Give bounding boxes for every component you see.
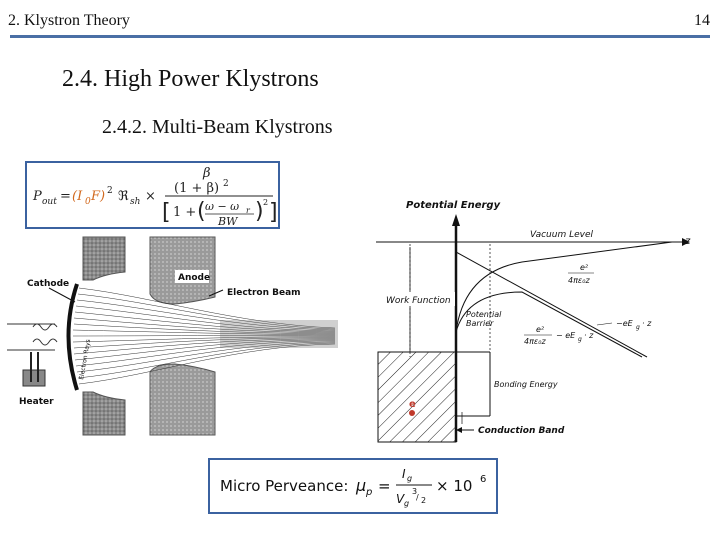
equals-sign: = [378, 477, 391, 495]
mu-symbol: μ [355, 476, 366, 495]
slide-heading: 2.4. High Power Klystrons [62, 66, 319, 92]
i0-sub: 0 [85, 197, 91, 207]
electron-beam-label: Electron Beam [227, 288, 301, 298]
svg-text:(: ( [197, 199, 206, 224]
beam-rays [72, 287, 336, 385]
field-sub: g [636, 324, 640, 331]
svg-text:[: [ [162, 200, 171, 225]
r-symbol: ℜ [118, 189, 129, 204]
potential-energy-label: Potential Energy [406, 200, 501, 211]
section-title: 2. Klystron Theory [8, 12, 130, 29]
omega-sub: r [246, 206, 251, 215]
svg-text:2: 2 [263, 198, 268, 207]
perveance-formula: Micro Perveance: μ p = I g V g 3 / 2 × 1… [220, 467, 486, 508]
perveance-formula-box: Micro Perveance: μ p = I g V g 3 / 2 × 1… [208, 458, 498, 514]
voltage-sub: g [404, 499, 409, 508]
svg-text:=: = [60, 189, 71, 204]
field-term: −eE [616, 319, 634, 328]
electron-dot [409, 410, 415, 416]
power-formula: P out = (I 0 F) 2 ℜ sh × β (1 + β) 2 [ 1… [25, 161, 280, 229]
voltage-symbol: V [396, 492, 405, 506]
times-ten: × 10 [436, 477, 472, 495]
pout-sub: out [42, 197, 57, 207]
omega-diff: ω − ω [205, 200, 239, 213]
combined-z: · z [584, 331, 594, 340]
svg-text:/: / [416, 493, 419, 502]
energy-band-diagram: Potential Energy z Vacuum Level e² 4πε₀z… [376, 200, 691, 443]
anode-label: Anode [178, 273, 210, 283]
times-sign: × [145, 189, 156, 204]
electron-gun-diagram: Cathode Anode Electron Beam Heater Elect… [7, 236, 338, 436]
slide-subheading: 2.4.2. Multi-Beam Klystrons [102, 116, 333, 138]
beta-den: (1 + β) [174, 181, 219, 196]
page-number: 14 [694, 12, 710, 29]
ten-power: 6 [480, 474, 486, 485]
image-charge-num: e² [580, 263, 589, 272]
header-divider [10, 35, 710, 38]
field-z: · z [642, 319, 652, 328]
electron-label: e [409, 399, 416, 410]
svg-text:): ) [255, 199, 264, 224]
power-exp: 2 [107, 186, 113, 196]
mu-sub: p [365, 487, 372, 498]
beta-num: β [202, 166, 211, 181]
perveance-label: Micro Perveance: [220, 477, 348, 495]
pout-symbol: P [32, 189, 42, 204]
combined-sub: g [578, 336, 582, 343]
i0-open: (I [72, 189, 83, 204]
image-charge-den: 4πε₀z [568, 276, 590, 285]
r-sub: sh [130, 197, 140, 207]
z-axis-label: z [684, 236, 691, 247]
current-sub: g [407, 474, 412, 483]
vacuum-level-label: Vacuum Level [530, 230, 593, 240]
heater-label: Heater [19, 397, 54, 407]
bonding-energy-label: Bonding Energy [494, 380, 558, 389]
cathode-label: Cathode [27, 279, 69, 289]
svg-text:2: 2 [223, 179, 229, 189]
heater-icon [7, 323, 58, 387]
potential-barrier-line2: Barrier [466, 319, 494, 328]
f-close: F) [90, 189, 105, 204]
current-symbol: I [402, 467, 406, 481]
voltage-exp-den: 2 [421, 496, 426, 505]
cathode-surface [66, 283, 79, 391]
voltage-exp-num: 3 [412, 487, 417, 496]
combined-num: e² [536, 325, 545, 334]
work-function-label: Work Function [386, 296, 451, 306]
combined-rest: − eE [556, 331, 576, 340]
bw: BW [217, 215, 239, 228]
one-plus: 1 + [173, 205, 196, 220]
anode-bottom [149, 363, 216, 436]
lower-focus-electrode [82, 391, 126, 436]
conduction-band-label: Conduction Band [478, 426, 565, 436]
potential-barrier-line1: Potential [466, 310, 502, 319]
svg-text:]: ] [269, 200, 278, 225]
combined-den: 4πε₀z [524, 337, 546, 346]
upper-focus-electrode [82, 236, 126, 281]
